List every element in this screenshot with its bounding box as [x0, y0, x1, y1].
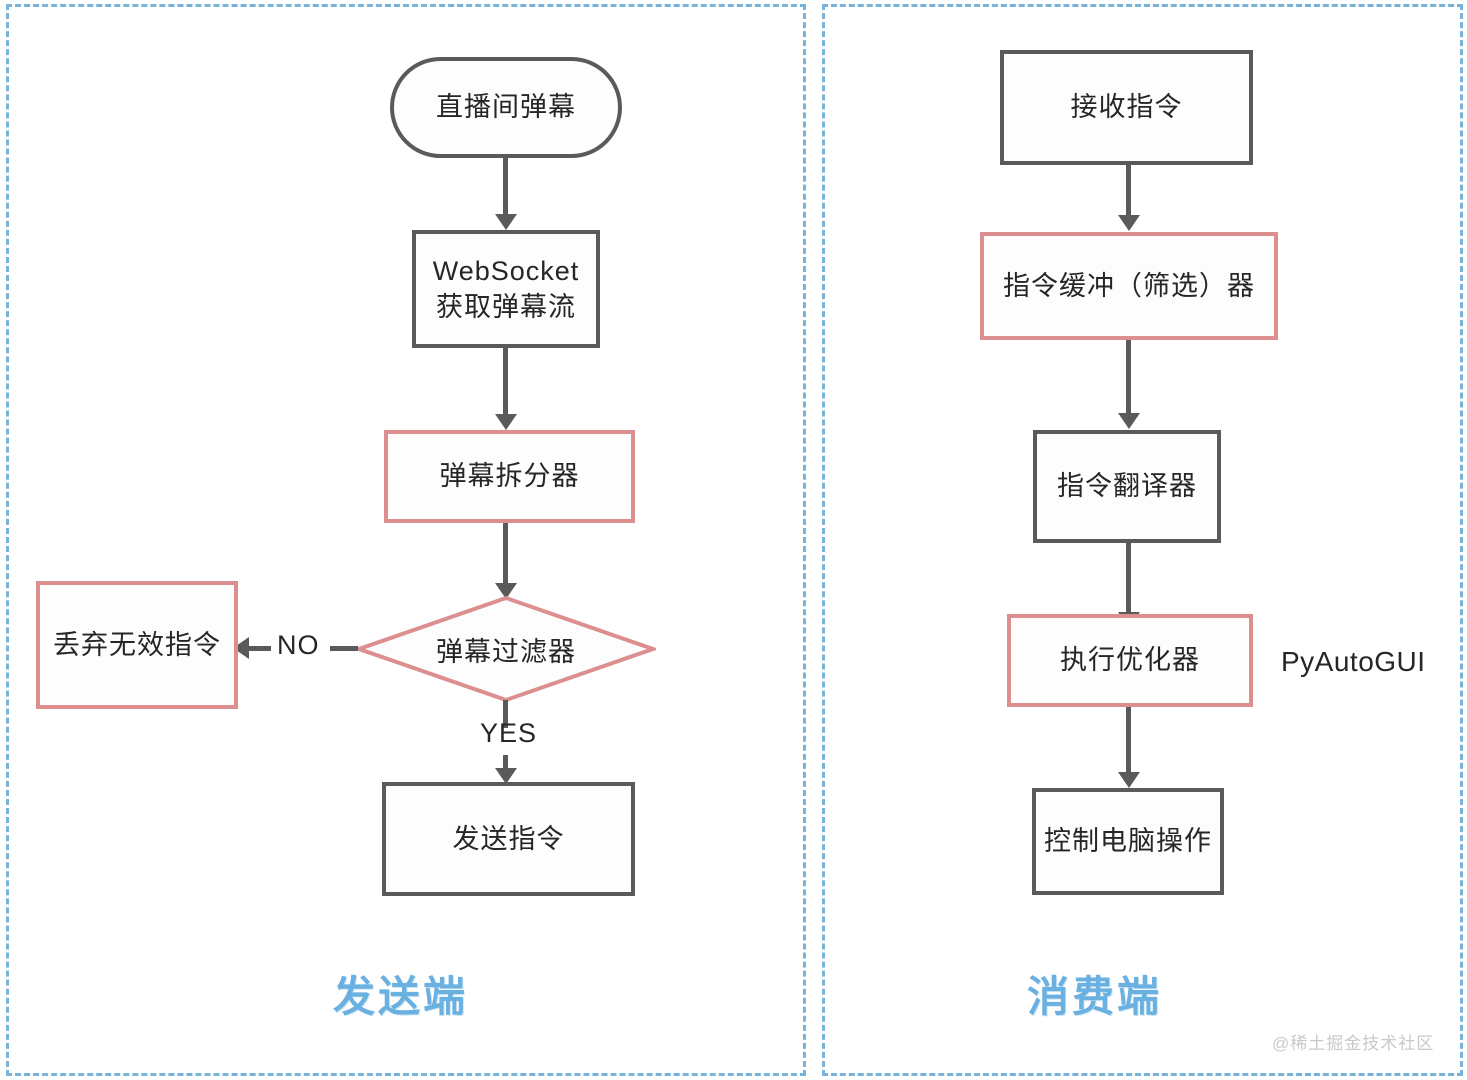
- panel-sender: [6, 4, 806, 1076]
- node-send-command[interactable]: 发送指令: [382, 782, 635, 896]
- node-control-pc[interactable]: 控制电脑操作: [1032, 788, 1224, 895]
- edge-translator-to-optimizer-line: [1126, 543, 1131, 615]
- node-command-translator-label: 指令翻译器: [1057, 471, 1197, 502]
- node-websocket-label-line2: 获取弹幕流: [436, 292, 576, 322]
- edge-filter-yes-line-top: [503, 700, 508, 728]
- edge-websocket-to-splitter-line: [503, 348, 508, 416]
- edge-live-to-websocket-line: [503, 158, 508, 216]
- node-command-translator[interactable]: 指令翻译器: [1033, 430, 1221, 543]
- edge-buffer-to-translator-line: [1126, 340, 1131, 415]
- edge-receive-to-buffer-line: [1126, 165, 1131, 217]
- edge-filter-no-line-left: [249, 646, 271, 651]
- node-danmaku-filter-label: 弹幕过滤器: [436, 636, 576, 667]
- node-discard-invalid[interactable]: 丢弃无效指令: [36, 581, 238, 709]
- node-danmaku-splitter-label: 弹幕拆分器: [439, 461, 580, 492]
- edge-optimizer-to-control-arrow: [1118, 772, 1140, 788]
- edge-splitter-to-filter-arrow: [495, 583, 517, 599]
- panel-consumer-title: 消费端: [1027, 973, 1163, 1020]
- node-discard-invalid-label: 丢弃无效指令: [53, 629, 221, 660]
- edge-receive-to-buffer-arrow: [1118, 215, 1140, 231]
- node-exec-optimizer[interactable]: 执行优化器: [1007, 614, 1253, 707]
- edge-label-yes: YES: [480, 718, 538, 748]
- node-control-pc-label: 控制电脑操作: [1044, 826, 1212, 857]
- node-receive-command[interactable]: 接收指令: [1000, 50, 1253, 165]
- node-receive-command-label: 接收指令: [1070, 92, 1183, 123]
- node-danmaku-filter[interactable]: 弹幕过滤器: [356, 595, 656, 703]
- edge-label-no: NO: [277, 630, 320, 660]
- node-command-buffer[interactable]: 指令缓冲（筛选）器: [980, 232, 1278, 340]
- side-note-pyautogui: PyAutoGUI: [1281, 646, 1426, 677]
- node-danmaku-splitter[interactable]: 弹幕拆分器: [384, 430, 635, 523]
- edge-optimizer-to-control-line: [1126, 707, 1131, 775]
- node-exec-optimizer-label: 执行优化器: [1060, 645, 1200, 676]
- edge-filter-no-line-right: [330, 646, 358, 651]
- watermark: @稀土掘金技术社区: [1272, 1034, 1435, 1053]
- edge-filter-yes-arrow: [495, 768, 517, 784]
- node-command-buffer-label: 指令缓冲（筛选）器: [1003, 270, 1255, 301]
- node-websocket-label-line1: WebSocket: [432, 255, 580, 286]
- node-live-danmaku-label: 直播间弹幕: [436, 92, 576, 123]
- node-send-command-label: 发送指令: [452, 823, 565, 854]
- node-websocket[interactable]: WebSocket 获取弹幕流: [412, 230, 600, 348]
- edge-buffer-to-translator-arrow: [1118, 413, 1140, 429]
- edge-live-to-websocket-arrow: [495, 214, 517, 230]
- edge-websocket-to-splitter-arrow: [495, 414, 517, 430]
- panel-consumer: [822, 4, 1463, 1076]
- panel-sender-title: 发送端: [333, 973, 469, 1020]
- edge-splitter-to-filter-line: [503, 523, 508, 587]
- edge-filter-yes-line-bottom: [503, 755, 508, 771]
- node-live-danmaku[interactable]: 直播间弹幕: [390, 57, 622, 158]
